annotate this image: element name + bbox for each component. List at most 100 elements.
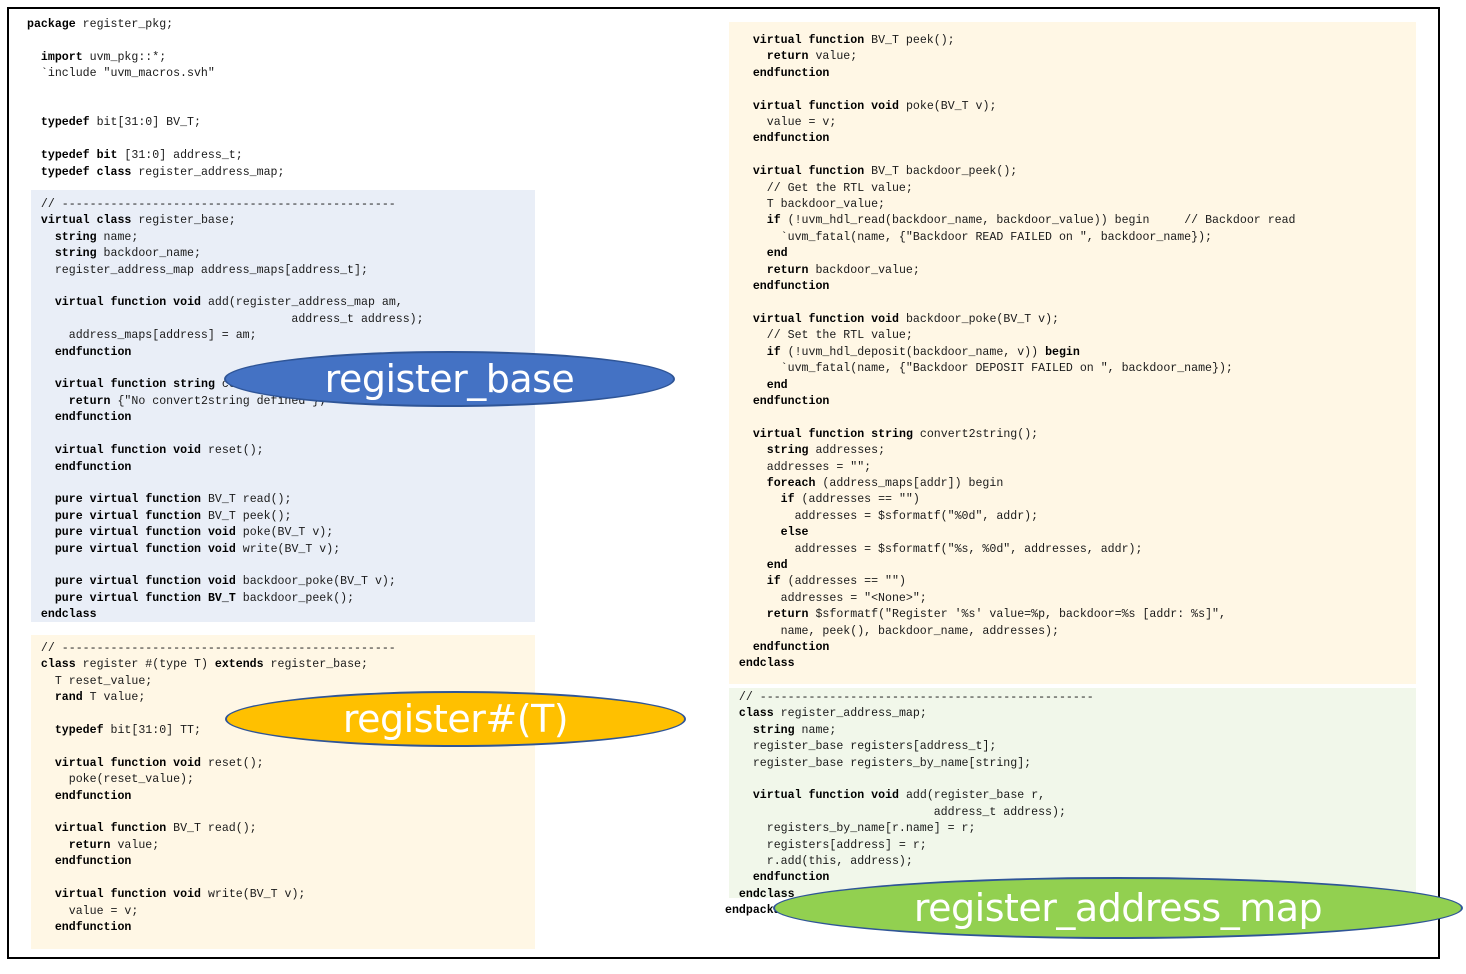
code-line: T backdoor_value; <box>725 198 886 212</box>
code-line: virtual function BV_T backdoor_peek(); <box>752 165 1018 179</box>
register-base-label-text: register_base <box>324 357 575 401</box>
code-line: address_t address); <box>27 312 424 326</box>
code-line: endfunction <box>54 920 132 934</box>
code-line: typedef bit[31:0] TT; <box>54 724 201 738</box>
code-line: string name; <box>54 230 139 244</box>
code-line: virtual function void poke(BV_T v); <box>752 99 997 113</box>
code-line: endfunction <box>752 132 830 146</box>
code-line: endfunction <box>54 789 132 803</box>
code-line: T reset_value; <box>27 674 153 688</box>
code-line: package register_pkg; <box>27 18 174 31</box>
code-line: endfunction <box>54 411 132 425</box>
code-line: virtual function void backdoor_poke(BV_T… <box>752 312 1060 326</box>
code-line: address_maps[address] = am; <box>27 329 257 343</box>
code-line: virtual function void write(BV_T v); <box>54 888 306 902</box>
code-line: typedef bit[31:0] BV_T; <box>40 116 201 130</box>
code-line: address_t address); <box>725 805 1066 819</box>
code-line: endclass <box>738 657 795 671</box>
code-line: // Get the RTL value; <box>725 181 913 195</box>
code-line: string name; <box>752 723 837 737</box>
code-line: virtual function void add(register_addre… <box>54 296 403 310</box>
code-line: else <box>780 526 809 540</box>
code-line: `uvm_fatal(name, {"Backdoor READ FAILED … <box>725 230 1213 244</box>
code-line: return value; <box>68 838 160 852</box>
code-register-base: // -------------------------------------… <box>27 197 424 624</box>
code-line: endfunction <box>752 66 830 80</box>
code-line: register_base registers[address_t]; <box>725 740 997 754</box>
code-line: virtual function BV_T read(); <box>54 822 257 836</box>
code-line: string addresses; <box>766 444 886 458</box>
code-line: registers[address] = r; <box>725 838 927 852</box>
code-line: pure virtual function void backdoor_poke… <box>54 575 396 589</box>
code-line: virtual class register_base; <box>40 214 236 228</box>
code-line: pure virtual function BV_T peek(); <box>54 509 292 523</box>
code-line: pure virtual function void poke(BV_T v); <box>54 526 334 540</box>
code-line: if (addresses == "") <box>780 493 920 507</box>
code-line: return $sformatf("Register '%s' value=%p… <box>766 608 1226 622</box>
code-line: virtual function BV_T peek(); <box>752 34 955 47</box>
code-line: addresses = $sformatf("%0d", addr); <box>725 509 1039 523</box>
code-line: typedef class register_address_map; <box>40 165 285 179</box>
code-line: // -------------------------------------… <box>27 642 396 655</box>
code-line: end <box>766 247 788 261</box>
register-address-map-label-text: register_address_map <box>913 886 1323 930</box>
register-label-text: register#(T) <box>342 697 569 741</box>
code-line: // -------------------------------------… <box>27 198 396 211</box>
code-line: endfunction <box>54 855 132 869</box>
code-line: value = v; <box>27 904 139 918</box>
code-line: registers_by_name[r.name] = r; <box>725 822 976 836</box>
code-line: virtual function void add(register_base … <box>752 789 1046 803</box>
code-line: endfunction <box>752 871 830 885</box>
code-line: if (!uvm_hdl_deposit(backdoor_name, v)) … <box>766 345 1080 359</box>
code-line: if (!uvm_hdl_read(backdoor_name, backdoo… <box>766 214 1296 228</box>
code-line: return value; <box>766 50 858 64</box>
code-register-address-map: // -------------------------------------… <box>725 690 1094 920</box>
register-address-map-panel <box>729 688 1416 898</box>
register-base-label: register_base <box>224 351 675 407</box>
code-line: value = v; <box>725 116 837 130</box>
code-line: register_base registers_by_name[string]; <box>725 756 1032 770</box>
register-panel-left <box>31 635 535 949</box>
code-line: string backdoor_name; <box>54 247 201 261</box>
code-line: pure virtual function BV_T backdoor_peek… <box>54 591 355 605</box>
code-line: // Set the RTL value; <box>725 329 913 343</box>
code-header: package register_pkg; import uvm_pkg::*;… <box>27 17 284 181</box>
code-line: virtual function string convert2string()… <box>752 427 1039 441</box>
code-line: virtual function void reset(); <box>54 444 264 458</box>
code-line: endfunction <box>752 280 830 294</box>
code-line: end <box>766 559 788 572</box>
code-line: addresses = "<None>"; <box>725 591 927 605</box>
code-line: virtual function void reset(); <box>54 756 264 770</box>
code-register-right: virtual function BV_T peek(); return val… <box>725 33 1296 673</box>
code-line: endfunction <box>54 345 132 359</box>
code-line: pure virtual function BV_T read(); <box>54 493 292 507</box>
code-line: name, peek(), backdoor_name, addresses); <box>725 624 1059 638</box>
code-line: class register #(type T) extends registe… <box>40 658 368 672</box>
code-line: register_address_map address_maps[addres… <box>27 263 368 277</box>
register-label: register#(T) <box>225 691 686 747</box>
code-line: foreach (address_maps[addr]) begin <box>766 476 1004 490</box>
code-line: poke(reset_value); <box>27 773 194 787</box>
code-line: if (addresses == "") <box>766 575 906 589</box>
code-register-left: // -------------------------------------… <box>27 641 396 936</box>
code-line: r.add(this, address); <box>725 855 913 869</box>
code-line: pure virtual function void write(BV_T v)… <box>54 542 341 556</box>
code-line: import uvm_pkg::*; <box>40 50 167 64</box>
register-address-map-label: register_address_map <box>773 877 1463 939</box>
code-line: `uvm_fatal(name, {"Backdoor DEPOSIT FAIL… <box>725 362 1233 376</box>
code-line: // -------------------------------------… <box>725 691 1094 704</box>
code-line: rand T value; <box>54 691 146 705</box>
code-line: end <box>766 378 788 392</box>
code-line: addresses = $sformatf("%s, %0d", address… <box>725 542 1143 556</box>
code-line: endfunction <box>54 460 132 474</box>
code-line: class register_address_map; <box>738 707 927 721</box>
code-line: endclass <box>738 887 795 901</box>
code-line: endclass <box>40 608 97 622</box>
code-line: typedef bit [31:0] address_t; <box>40 149 243 163</box>
code-line: endfunction <box>752 641 830 655</box>
code-line: addresses = ""; <box>725 460 872 474</box>
code-line: endfunction <box>752 394 830 408</box>
register-panel-right <box>729 22 1416 684</box>
code-line: `include "uvm_macros.svh" <box>27 67 215 81</box>
code-line: return backdoor_value; <box>766 263 920 277</box>
